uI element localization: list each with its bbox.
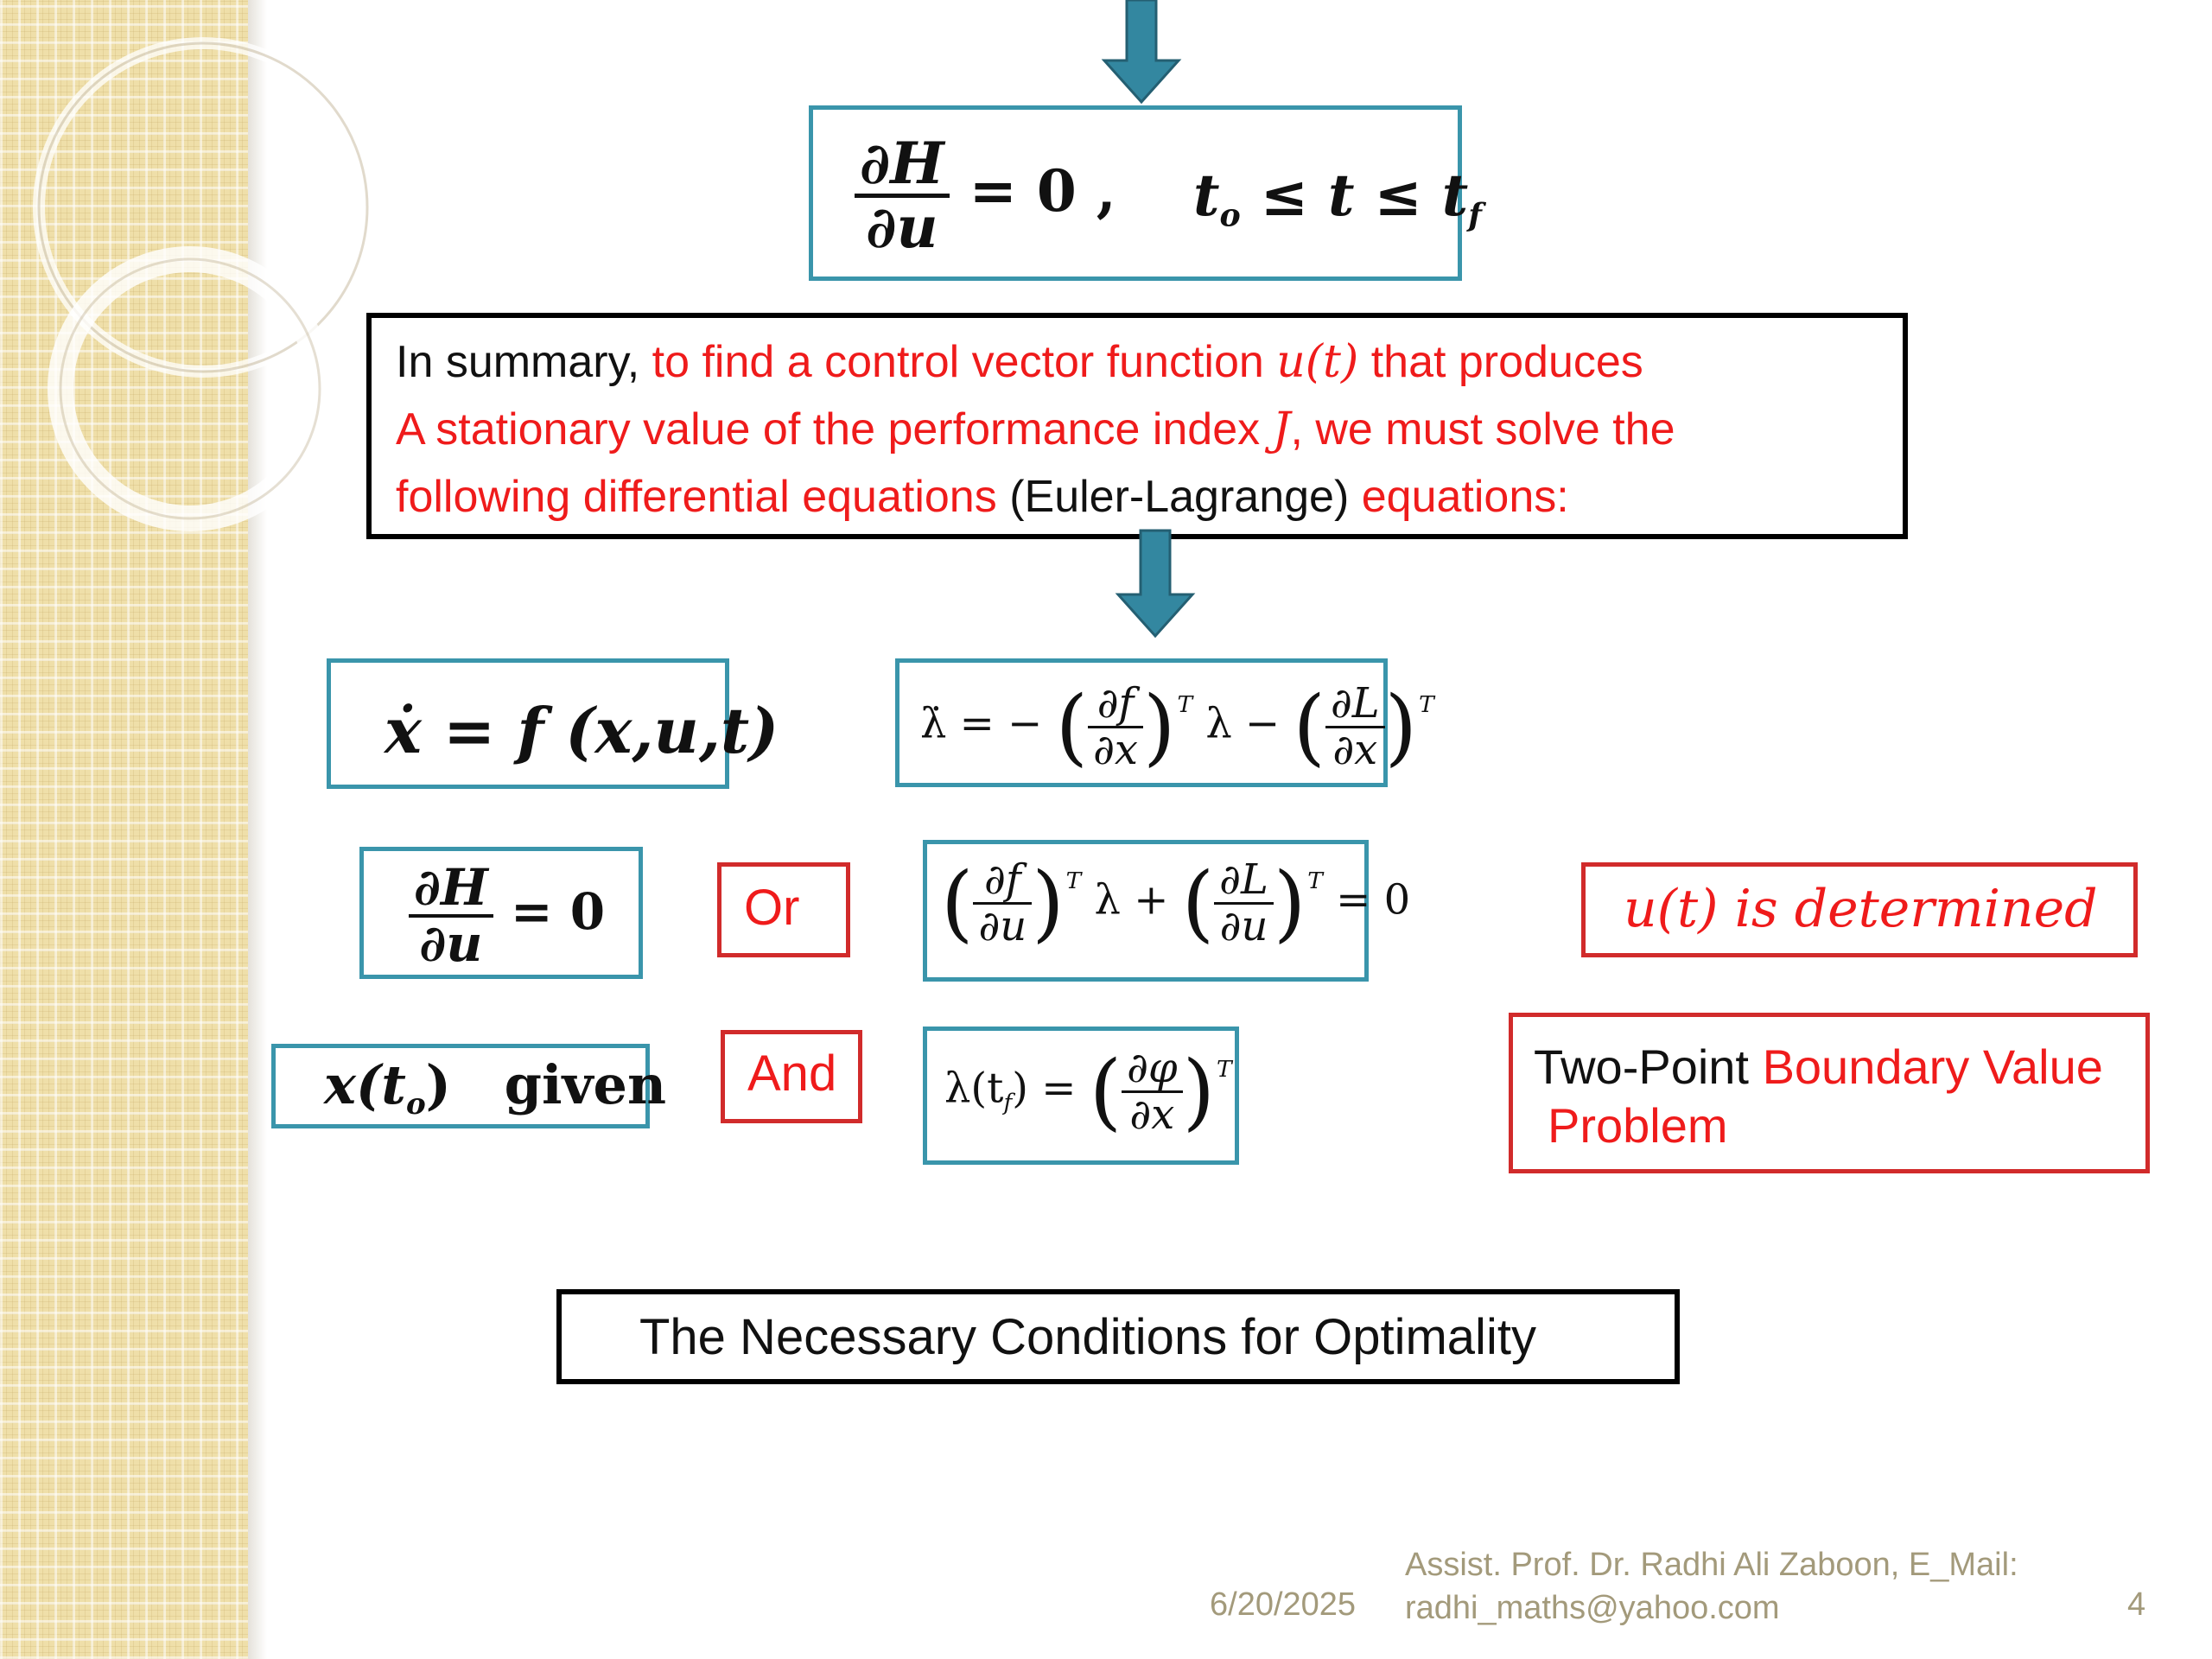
costate-equation: λ̇ = − (∂f∂x)T λ − (∂L∂x)T <box>920 678 1434 775</box>
terminal-condition-box: λ(tf) = (∂φ∂x)T <box>923 1027 1239 1165</box>
arrow-down-icon <box>1101 0 1182 105</box>
footer-author: Assist. Prof. Dr. Radhi Ali Zaboon, E_Ma… <box>1405 1547 2018 1626</box>
summary-line-3: following differential equations (Euler-… <box>396 472 1569 522</box>
summary-line-1: In summary, to find a control vector fun… <box>396 336 1643 388</box>
and-label-box: And <box>721 1030 862 1123</box>
side-band-shadow <box>248 0 267 1659</box>
initial-condition: x(to) given <box>324 1053 667 1122</box>
equals-zero: = 0 , <box>969 156 1116 225</box>
tpbvp-line-2: Problem <box>1548 1098 1728 1153</box>
footer-date: 6/20/2025 <box>1210 1586 1357 1623</box>
conditions-title: The Necessary Conditions for Optimality <box>639 1309 1536 1365</box>
arrow-down-icon <box>1115 529 1196 639</box>
terminal-condition: λ(tf) = (∂φ∂x)T <box>944 1043 1232 1140</box>
tpbvp-line-1: Two-Point Boundary Value <box>1534 1039 2103 1094</box>
page-number: 4 <box>2127 1586 2146 1623</box>
u-determined-box: u(t) is determined <box>1581 862 2138 957</box>
stationarity-equation-box-top: ∂H ∂u = 0 , to ≤ t ≤ tf <box>809 105 1482 281</box>
initial-condition-box: x(to) given <box>271 1044 666 1128</box>
summary-line-2: A stationary value of the performance in… <box>396 404 1675 455</box>
stationarity-equation-box: ∂H ∂u = 0 <box>359 847 643 979</box>
conditions-title-box: The Necessary Conditions for Optimality <box>556 1289 1680 1384</box>
and-label: And <box>747 1046 837 1102</box>
costate-equation-box: λ̇ = − (∂f∂x)T λ − (∂L∂x)T <box>895 658 1434 787</box>
u-determined-label: u(t) is determined <box>1624 879 2098 939</box>
state-equation-box: ẋ = f (x,u,t) <box>327 658 779 789</box>
or-label: Or <box>744 880 800 936</box>
stationarity-alt-equation: (∂f∂u)T λ + (∂L∂u)T = 0 <box>941 855 1411 951</box>
summary-box: In summary, to find a control vector fun… <box>366 313 1908 539</box>
state-equation: ẋ = f (x,u,t) <box>385 694 779 767</box>
partial-h-over-partial-u: ∂H ∂u <box>855 133 950 258</box>
decorative-rings <box>33 37 373 531</box>
time-interval: to ≤ t ≤ tf <box>1193 162 1482 234</box>
stationarity-alt-equation-box: (∂f∂u)T λ + (∂L∂u)T = 0 <box>923 840 1410 982</box>
tpbvp-box: Two-Point Boundary Value Problem <box>1509 1013 2150 1173</box>
or-label-box: Or <box>717 862 850 957</box>
